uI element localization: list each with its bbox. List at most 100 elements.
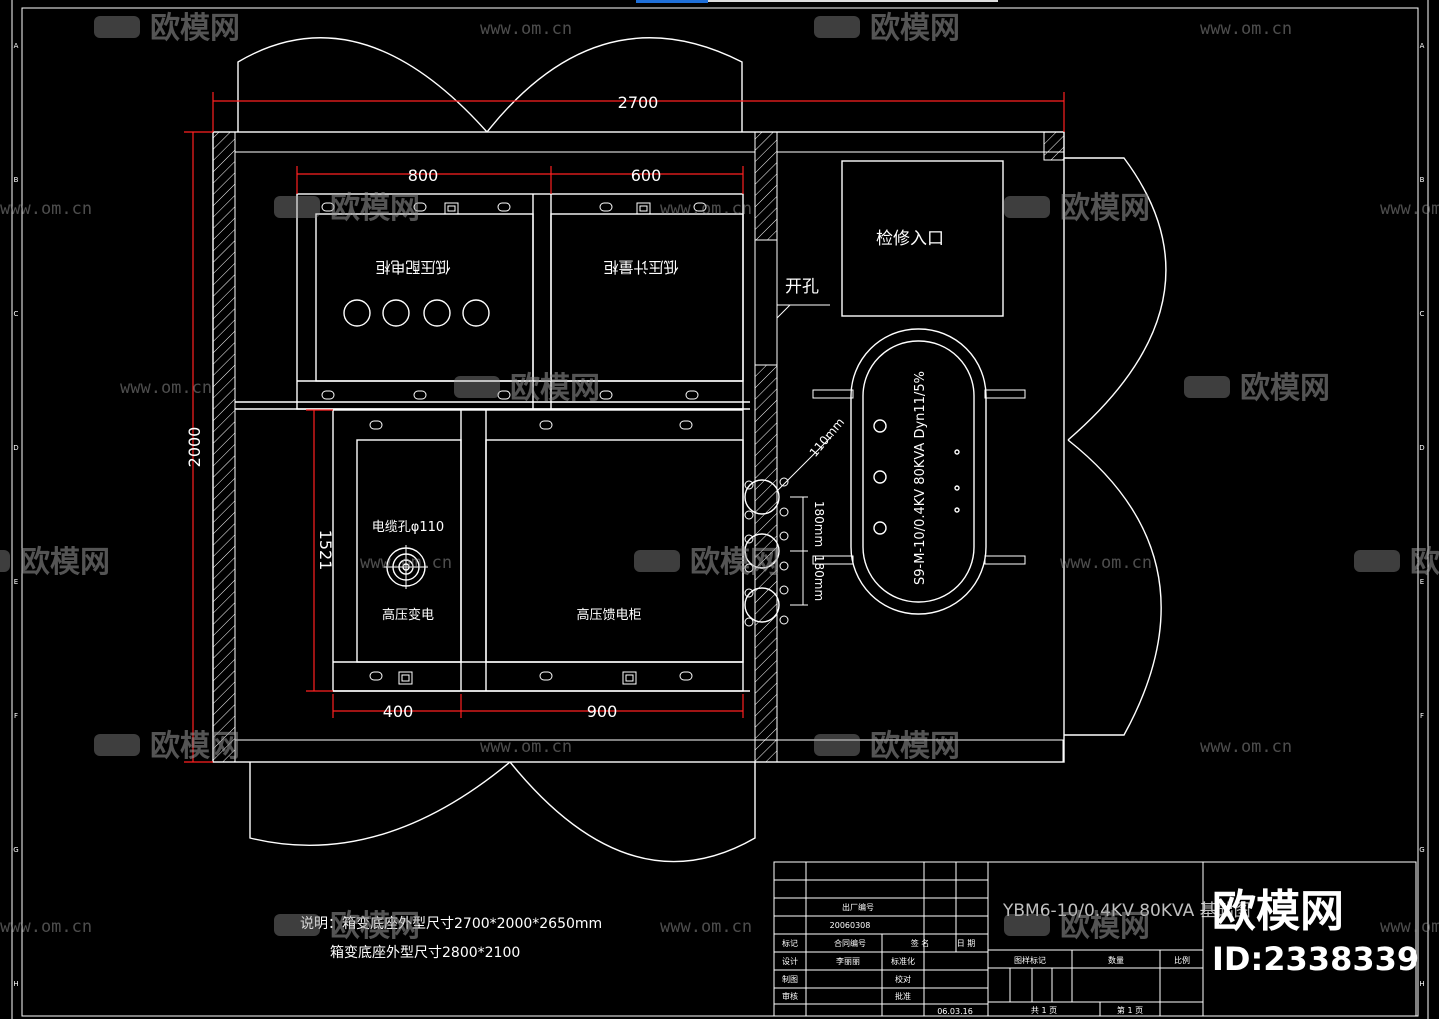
watermark-url: www.om.cn	[1060, 553, 1152, 573]
tb-stage-label: 图样标记	[1014, 955, 1046, 965]
watermark-brand: 欧模网	[330, 909, 420, 944]
dim-overall-height: 2000	[185, 427, 204, 468]
dim-bottom-right: 900	[587, 702, 618, 721]
mounting-slot	[369, 420, 383, 430]
knockout-hole-2	[382, 299, 410, 327]
watermark-sofa-icon	[814, 16, 860, 38]
mounting-slot	[413, 390, 427, 400]
enclosure-outline	[212, 131, 1065, 763]
tb-mark-label: 标记	[782, 938, 798, 948]
border-letter: B	[1420, 176, 1425, 184]
mounting-slot	[497, 390, 511, 400]
tb-drafter-name: 李丽丽	[836, 956, 860, 966]
tb-sheet-no: 第 1 页	[1117, 1005, 1143, 1015]
watermark-sofa-icon	[454, 376, 500, 398]
label-opening: 开孔	[785, 277, 819, 297]
label-hv-switchgear: 高压馈电柜	[576, 607, 641, 623]
watermark-sofa-icon	[1184, 376, 1230, 398]
mounting-slot	[321, 390, 335, 400]
border-letter: G	[1419, 846, 1424, 854]
dim-spacing-b: 180mm	[812, 555, 826, 601]
mounting-slot	[369, 671, 383, 681]
watermark-sofa-icon	[274, 914, 320, 936]
mounting-slots	[321, 202, 707, 681]
border-letter: D	[1419, 444, 1424, 452]
watermark-brand: 欧模网	[20, 545, 110, 580]
tb-factory-no: 20060308	[830, 921, 871, 930]
watermark-url: www.om.cn	[1380, 199, 1439, 219]
mounting-slot	[413, 202, 427, 212]
watermark-layer: 欧模网欧模网欧模网欧模网欧模网欧模网欧模网欧模网欧模网欧模网欧模网欧模网欧模网w…	[0, 11, 1439, 944]
watermark-url: www.om.cn	[0, 917, 92, 937]
title-block	[773, 861, 1417, 1017]
watermark-brand: 欧模网	[150, 11, 240, 46]
tb-contract-no-label: 合同编号	[834, 938, 866, 948]
label-transformer-spec: S9-M-10/0.4KV 80KVA Dyn11/5%	[913, 371, 928, 585]
tb-weight-label: 数量	[1108, 955, 1124, 965]
tb-date-value: 06.03.16	[937, 1007, 973, 1016]
watermark-sofa-icon	[94, 734, 140, 756]
watermark-url: www.om.cn	[1380, 917, 1439, 937]
note-line-1: 说明：箱变底座外型尺寸2700*2000*2650mm	[300, 916, 602, 932]
border-letter: F	[1420, 712, 1424, 720]
mounting-slot	[679, 420, 693, 430]
watermark-sofa-icon	[1354, 550, 1400, 572]
border-letter: C	[14, 310, 19, 318]
watermark-url: www.om.cn	[1200, 737, 1292, 757]
border-letter: H	[1419, 980, 1424, 988]
watermark-url: www.om.cn	[360, 553, 452, 573]
mounting-slot	[539, 420, 553, 430]
watermark-sofa-icon	[94, 16, 140, 38]
watermark-brand: 欧模网	[870, 729, 960, 764]
watermark-url: www.om.cn	[480, 737, 572, 757]
tb-drafter-label: 制图	[782, 974, 798, 984]
watermark-url: www.om.cn	[120, 378, 212, 398]
transformer-room	[744, 160, 1026, 627]
watermark-brand: 欧模网	[150, 729, 240, 764]
note-line-2: 箱变底座外型尺寸2800*2100	[330, 945, 520, 961]
label-cable-hole: 电缆孔φ110	[372, 519, 444, 535]
watermark-sofa-icon	[1004, 914, 1050, 936]
border-letter: F	[14, 712, 18, 720]
watermark-url: www.om.cn	[1200, 19, 1292, 39]
brand-logo-text: 欧模网	[1212, 886, 1344, 937]
watermark-brand: 欧模网	[870, 11, 960, 46]
watermark-brand: 欧模网	[1240, 371, 1330, 406]
tb-design-label: 设计	[782, 956, 798, 966]
dim-bottom-left: 400	[383, 702, 414, 721]
watermark-url: www.om.cn	[480, 19, 572, 39]
border-letter: D	[13, 444, 18, 452]
label-hv-transformer: 高压变电	[382, 607, 434, 623]
tb-approve-label: 批准	[895, 991, 911, 1001]
mounting-slot	[599, 390, 613, 400]
lower-cabinets	[332, 409, 750, 692]
brand-id-label: ID:2338339	[1212, 940, 1419, 978]
watermark-sofa-icon	[1004, 196, 1050, 218]
tb-sheet-total: 共 1 页	[1031, 1006, 1057, 1015]
watermark-brand: 欧模网	[330, 191, 420, 226]
tb-scale-label: 比例	[1174, 955, 1190, 965]
watermark-url: www.om.cn	[660, 199, 752, 219]
sheet-border	[11, 0, 1429, 1019]
mounting-slot	[685, 390, 699, 400]
watermark-brand: 欧模网	[690, 545, 780, 580]
tb-review-label: 标准化	[891, 956, 915, 966]
tb-drawing-title: YBM6-10/0.4KV 80KVA 基础图	[1002, 901, 1251, 921]
dim-hole-dia: 110mm	[807, 415, 847, 459]
watermark-brand: 欧模网	[510, 371, 600, 406]
border-letter: E	[1420, 578, 1424, 586]
mounting-slot	[321, 202, 335, 212]
dimension-lines	[184, 92, 1065, 763]
tb-signature-label: 签 名	[911, 938, 930, 948]
mounting-slot	[599, 202, 613, 212]
watermark-brand: 欧模网	[1410, 545, 1439, 580]
maintenance-hatch	[841, 160, 1004, 317]
watermark-sofa-icon	[634, 550, 680, 572]
door-swing-arcs	[237, 37, 1167, 863]
watermark-url: www.om.cn	[660, 917, 752, 937]
watermark-brand: 欧模网	[1060, 191, 1150, 226]
label-lv-cabinet-2: 低压计量柜	[603, 258, 678, 276]
border-letter: A	[1420, 42, 1425, 50]
